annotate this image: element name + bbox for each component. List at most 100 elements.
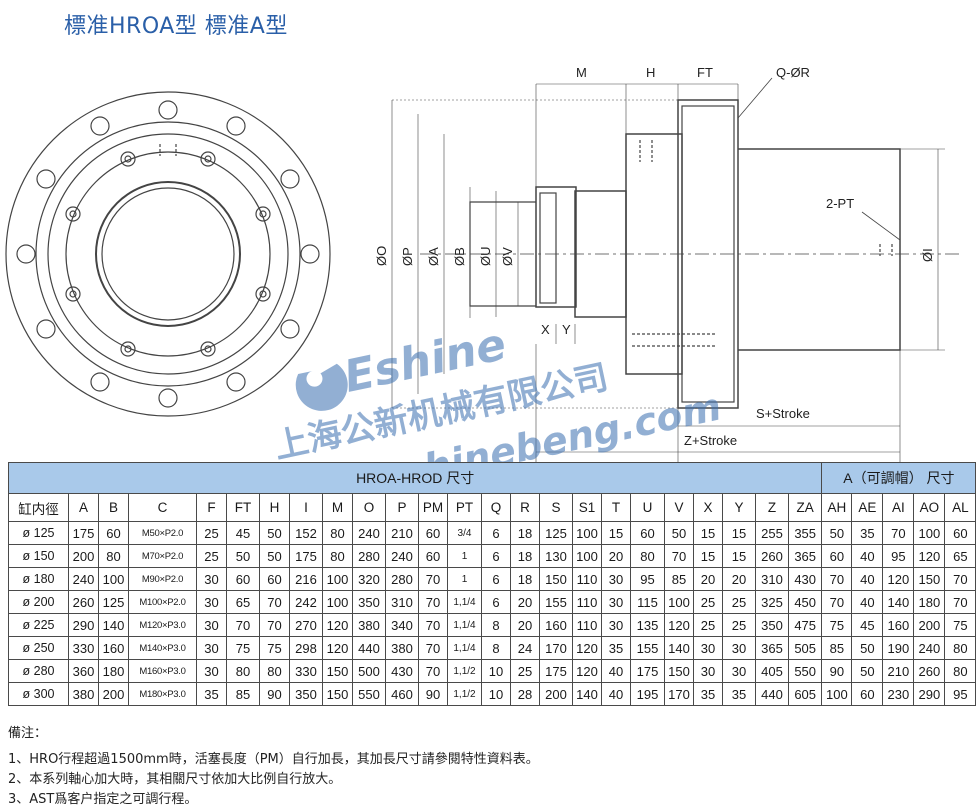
col-header: C <box>128 493 197 522</box>
table-cell: 40 <box>851 544 884 568</box>
table-cell: 440 <box>755 682 789 706</box>
table-cell: ø 250 <box>8 636 69 660</box>
table-cell: 140 <box>664 636 694 660</box>
table-cell: 85 <box>226 682 260 706</box>
table-cell: 80 <box>259 659 290 683</box>
table-cell: 30 <box>196 567 227 591</box>
table-cell: 85 <box>664 567 694 591</box>
page-title: 標准HROA型 標准A型 <box>64 14 288 39</box>
table-cell: 500 <box>352 659 386 683</box>
table-cell: 475 <box>787 613 823 637</box>
table-cell: 20 <box>601 544 631 568</box>
table-cell: M70×P2.0 <box>128 544 197 568</box>
table-cell: 110 <box>572 590 602 614</box>
table-cell: 80 <box>226 659 260 683</box>
table-cell: 120 <box>322 613 353 637</box>
table-cell: 216 <box>289 567 323 591</box>
table-cell: 20 <box>693 567 723 591</box>
table-cell: 260 <box>913 659 946 683</box>
table-cell: 80 <box>944 659 977 683</box>
table-cell: 80 <box>98 544 129 568</box>
table-cell: 60 <box>418 521 448 545</box>
col-header: I <box>289 493 323 522</box>
table-cell: 260 <box>755 544 789 568</box>
table-cell: 125 <box>98 590 129 614</box>
table-cell: 70 <box>418 567 448 591</box>
table-cell: 40 <box>601 682 631 706</box>
table-cell: 25 <box>510 659 540 683</box>
table-cell: 120 <box>913 544 946 568</box>
side-view <box>391 77 960 462</box>
col-header: B <box>98 493 129 522</box>
table-cell: 50 <box>851 636 884 660</box>
table-cell: 25 <box>722 613 756 637</box>
table-cell: 40 <box>851 590 884 614</box>
table-cell: 35 <box>851 521 884 545</box>
col-header: AO <box>913 493 946 522</box>
table-cell: 135 <box>630 613 665 637</box>
table-cell: 100 <box>322 590 353 614</box>
table-cell: 1,1/2 <box>447 682 482 706</box>
table-cell: 290 <box>68 613 99 637</box>
table-cell: 120 <box>664 613 694 637</box>
front-view <box>5 91 331 417</box>
table-cell: 175 <box>539 659 573 683</box>
dim-v: ØV <box>500 247 515 266</box>
col-header: Y <box>722 493 756 522</box>
table-cell: 175 <box>289 544 323 568</box>
table-cell: 210 <box>882 659 915 683</box>
table-cell: 330 <box>68 636 99 660</box>
table-cell: M100×P2.0 <box>128 590 197 614</box>
table-cell: 1,1/2 <box>447 659 482 683</box>
col-header: AL <box>944 493 977 522</box>
table-cell: 40 <box>851 567 884 591</box>
table-cell: 350 <box>289 682 323 706</box>
table-cell: 380 <box>68 682 99 706</box>
table-cell: 120 <box>572 659 602 683</box>
table-cell: 50 <box>851 659 884 683</box>
table-cell: 60 <box>944 521 977 545</box>
table-cell: 60 <box>851 682 884 706</box>
col-header: F <box>196 493 227 522</box>
table-cell: 65 <box>226 590 260 614</box>
table-cell: 30 <box>196 636 227 660</box>
table-cell: 350 <box>352 590 386 614</box>
table-cell: 70 <box>226 613 260 637</box>
table-cell: 15 <box>722 544 756 568</box>
dim-x: X <box>541 322 550 337</box>
table-cell: 25 <box>196 521 227 545</box>
table-cell: 75 <box>259 636 290 660</box>
table-cell: 10 <box>481 659 511 683</box>
col-header: ZA <box>787 493 823 522</box>
table-cell: 6 <box>481 544 511 568</box>
table-cell: 1,1/4 <box>447 636 482 660</box>
table-cell: 195 <box>630 682 665 706</box>
col-header: S <box>539 493 573 522</box>
table-cell: 160 <box>539 613 573 637</box>
table-cell: 70 <box>418 590 448 614</box>
table-cell: 80 <box>630 544 665 568</box>
table-cell: 70 <box>821 590 853 614</box>
table-cell: 270 <box>289 613 323 637</box>
table-cell: 70 <box>418 659 448 683</box>
table-cell: 6 <box>481 567 511 591</box>
table-cell: 30 <box>722 636 756 660</box>
table-cell: 24 <box>510 636 540 660</box>
dim-i: ØI <box>920 248 935 262</box>
table-cell: 100 <box>913 521 946 545</box>
table-cell: 60 <box>630 521 665 545</box>
table-cell: 75 <box>821 613 853 637</box>
table-cell: 30 <box>196 590 227 614</box>
table-cell: 25 <box>722 590 756 614</box>
col-header: A <box>68 493 99 522</box>
table-cell: 290 <box>913 682 946 706</box>
table-cell: 15 <box>693 544 723 568</box>
table-cell: 70 <box>821 567 853 591</box>
dim-q-r: Q-ØR <box>776 65 810 80</box>
dim-h: H <box>646 65 655 80</box>
table-cell: 280 <box>385 567 419 591</box>
table-cell: M140×P3.0 <box>128 636 197 660</box>
col-header: Q <box>481 493 511 522</box>
